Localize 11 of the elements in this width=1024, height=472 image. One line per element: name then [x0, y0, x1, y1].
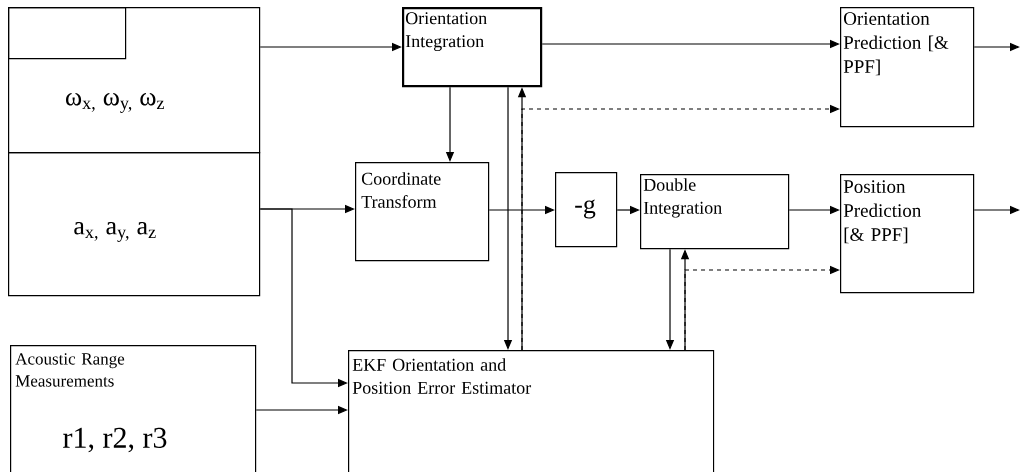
estimator-box: EKF Orientation and Position Error Estimator — [348, 350, 715, 472]
process-box: Coordinate Transform — [355, 162, 490, 262]
tab-box — [8, 7, 127, 60]
process-box: Double Integration — [640, 174, 790, 250]
process-box: Orientation Integration — [402, 7, 543, 88]
sensor-box: ω$_{x,}$ ω$_{y,}$ ω$_{z}$ — [8, 7, 261, 154]
process-box: Orientation Prediction [& PPF] — [840, 7, 975, 128]
process-box: Position Prediction [& PPF] — [840, 174, 975, 294]
sensor-box: a$_{x,}$ a$_{y,}$ a$_{z}$ — [8, 152, 261, 297]
process-box: -g — [555, 172, 618, 248]
sensor-box: Acoustic Range Measurements r1, r2, r3 — [10, 345, 257, 472]
